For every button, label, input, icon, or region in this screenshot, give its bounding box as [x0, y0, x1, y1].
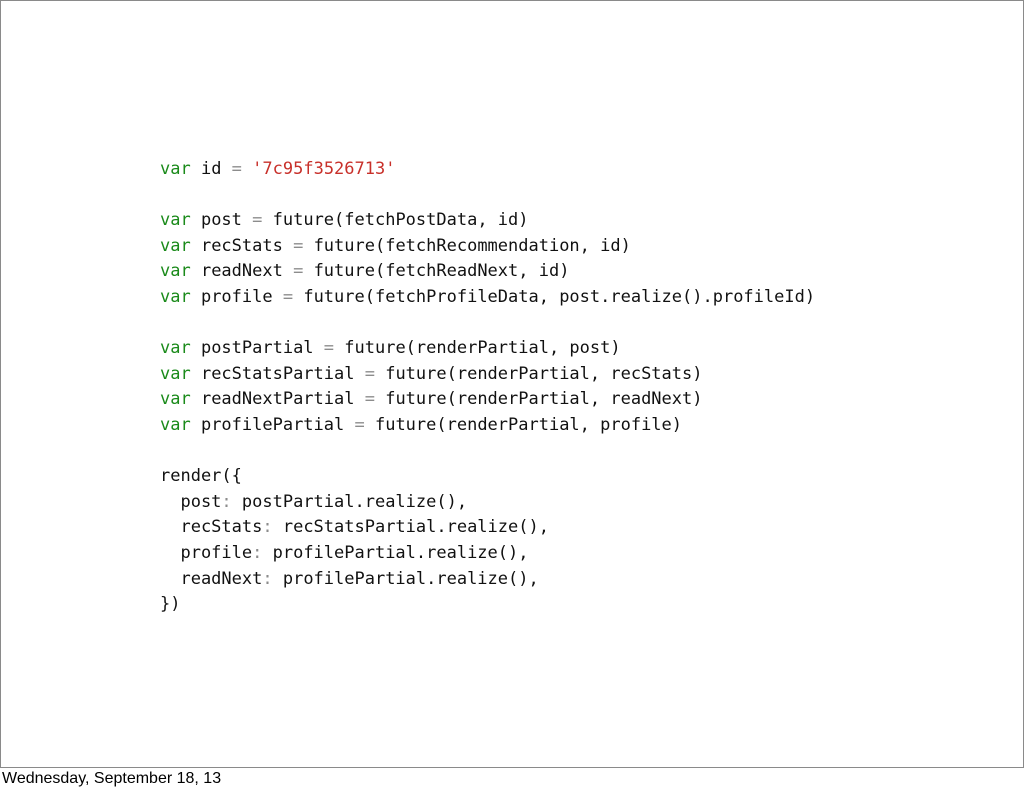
code-line: render({ — [160, 464, 815, 490]
code-keyword: var — [160, 414, 191, 435]
code-text: recStats — [190, 235, 294, 256]
code-operator: = — [293, 261, 304, 282]
code-text: post — [190, 210, 253, 231]
code-keyword: var — [160, 210, 191, 231]
code-line: var recStats = future(fetchRecommendatio… — [160, 234, 815, 260]
code-operator: : — [262, 517, 273, 538]
code-operator: = — [231, 159, 242, 179]
code-line: var readNextPartial = future(renderParti… — [160, 387, 815, 413]
code-line — [160, 311, 815, 337]
code-line: var post = future(fetchPostData, id) — [160, 208, 815, 234]
code-keyword: var — [160, 286, 191, 307]
code-text: recStatsPartial — [190, 363, 365, 384]
code-line: readNext: profilePartial.realize(), — [160, 567, 815, 593]
code-text: }) — [160, 594, 181, 615]
code-line — [160, 439, 815, 465]
code-string: '7c95f3526713' — [252, 159, 396, 179]
code-text: recStats — [160, 517, 263, 538]
code-keyword: var — [160, 389, 191, 410]
code-operator: = — [282, 286, 294, 307]
code-text: readNext — [190, 261, 294, 282]
code-line — [160, 183, 815, 209]
code-text — [242, 159, 252, 179]
code-operator: = — [323, 338, 335, 359]
code-line: }) — [160, 592, 815, 618]
code-operator: : — [252, 542, 263, 563]
code-operator: = — [364, 389, 375, 410]
code-text: profilePartial.realize(), — [262, 542, 529, 563]
code-text: readNext — [160, 568, 263, 589]
code-line: recStats: recStatsPartial.realize(), — [160, 515, 815, 541]
code-keyword: var — [160, 235, 191, 256]
code-keyword: var — [160, 338, 191, 359]
code-text: future(fetchReadNext, id) — [303, 261, 570, 282]
code-line: var profilePartial = future(renderPartia… — [160, 413, 815, 439]
code-text: postPartial.realize(), — [231, 491, 468, 512]
code-text: render({ — [160, 466, 242, 487]
code-text: future(renderPartial, post) — [334, 338, 621, 359]
code-line: var id = '7c95f3526713' — [160, 157, 815, 183]
code-text: profilePartial.realize(), — [272, 568, 539, 589]
code-line: var profile = future(fetchProfileData, p… — [160, 285, 815, 311]
code-text: postPartial — [190, 338, 324, 359]
code-keyword: var — [160, 159, 191, 179]
code-text: id — [190, 159, 232, 179]
code-keyword: var — [160, 363, 191, 384]
code-operator: : — [221, 491, 232, 512]
code-block: var id = '7c95f3526713' var post = futur… — [160, 157, 815, 618]
code-line: profile: profilePartial.realize(), — [160, 541, 815, 567]
code-line: post: postPartial.realize(), — [160, 490, 815, 516]
code-operator: = — [364, 363, 375, 384]
code-keyword: var — [160, 261, 191, 282]
code-line: var postPartial = future(renderPartial, … — [160, 336, 815, 362]
code-text: future(renderPartial, recStats) — [374, 363, 703, 384]
code-text: profile — [160, 542, 253, 563]
code-text: future(fetchProfileData, post.realize().… — [293, 286, 816, 307]
code-operator: = — [293, 235, 304, 256]
slide: var id = '7c95f3526713' var post = futur… — [0, 0, 1024, 768]
code-line: var recStatsPartial = future(renderParti… — [160, 362, 815, 388]
code-text: readNextPartial — [190, 389, 365, 410]
footer-date: Wednesday, September 18, 13 — [2, 770, 222, 787]
code-text: recStatsPartial.realize(), — [272, 517, 549, 538]
code-text: future(renderPartial, readNext) — [374, 389, 703, 410]
code-text: profile — [190, 286, 283, 307]
code-text: future(fetchRecommendation, id) — [303, 235, 631, 256]
code-operator: = — [354, 414, 365, 435]
code-operator: : — [262, 568, 273, 589]
code-text: profilePartial — [190, 414, 355, 435]
code-line: var readNext = future(fetchReadNext, id) — [160, 259, 815, 285]
code-text: future(renderPartial, profile) — [364, 414, 683, 435]
code-text: post — [160, 491, 222, 512]
code-text: future(fetchPostData, id) — [262, 210, 529, 231]
code-operator: = — [252, 210, 263, 231]
